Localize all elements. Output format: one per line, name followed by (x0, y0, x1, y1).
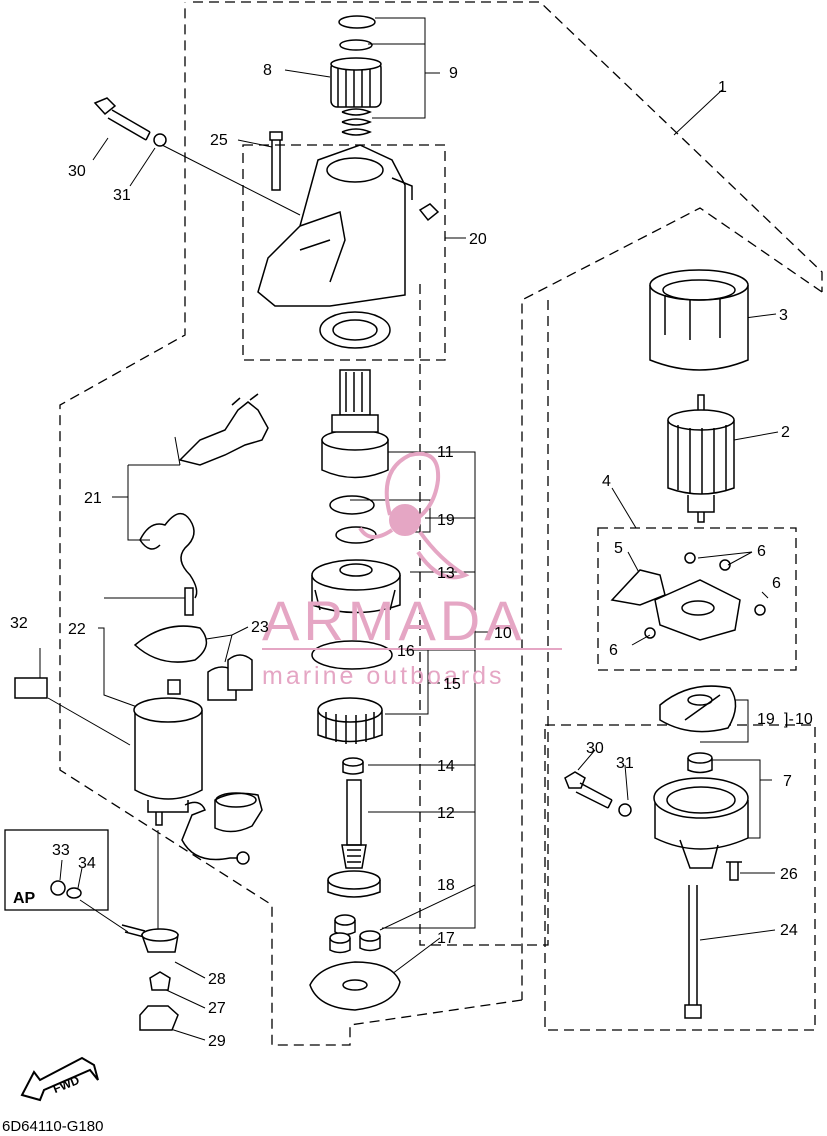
rubber-pads (207, 654, 253, 701)
bearing (319, 311, 391, 349)
callout-16: 16 (397, 643, 415, 660)
callout-31b: 31 (616, 755, 634, 772)
callout-21: 21 (84, 490, 102, 507)
callout-24: 24 (780, 922, 798, 939)
planet-carrier (327, 779, 381, 898)
diagram-code: 6D64110-G180 (2, 1118, 104, 1135)
bolt (93, 97, 151, 141)
gear-plate (309, 961, 401, 1011)
callout-14: 14 (437, 758, 455, 775)
shift-lever (178, 393, 269, 466)
screw (726, 861, 742, 881)
gear-housing (311, 559, 401, 614)
lead-wire (181, 801, 238, 861)
yoke (649, 269, 749, 371)
callout-7: 7 (783, 773, 792, 790)
ap-washers (50, 880, 82, 899)
ap-label: AP (13, 890, 36, 907)
solenoid (133, 679, 203, 826)
callout-9: 9 (449, 65, 458, 82)
brush-holder (610, 552, 766, 641)
fwd-arrow (20, 1056, 99, 1102)
callout-30b: 30 (586, 740, 604, 757)
through-bolt-long (684, 885, 702, 1019)
callout-5: 5 (614, 540, 623, 557)
callouts: 1 2 3 4 5 6 6 6 7 8 9 10 10 ]- 11 12 13 … (10, 62, 813, 1096)
callout-19a: 19 (437, 512, 455, 529)
callout-25: 25 (210, 132, 228, 149)
callout-18: 18 (437, 877, 455, 894)
caution-label (14, 677, 48, 699)
o-ring (311, 640, 393, 670)
watermark: ARMADA marine outboards (262, 451, 562, 690)
washer (153, 133, 167, 147)
bolt-right (564, 771, 632, 817)
callout-6c: 6 (609, 642, 618, 659)
pinion-gear (330, 57, 382, 108)
circlip (329, 495, 375, 515)
callout-32: 32 (10, 615, 28, 632)
watermark-tagline: marine outboards (262, 662, 505, 690)
rear-cover (653, 752, 749, 869)
callout-10b: 10 (795, 711, 813, 728)
callout-20: 20 (469, 231, 487, 248)
callout-30a: 30 (68, 163, 86, 180)
solenoid-plate (133, 625, 208, 663)
parts (14, 15, 766, 1102)
callout-17: 17 (437, 930, 455, 947)
callout-3: 3 (779, 307, 788, 324)
callout-11: 11 (437, 444, 454, 461)
callout-31a: 31 (113, 187, 131, 204)
front-cover (257, 144, 440, 307)
internal-gear (317, 697, 383, 744)
armature (667, 394, 735, 523)
terminal-cap (139, 1005, 179, 1031)
solenoid-bolt (184, 587, 194, 616)
callout-1: 1 (718, 79, 727, 96)
lever-spring (139, 512, 198, 599)
callout-10a: 10 (494, 625, 512, 642)
terminal-bolt (121, 924, 179, 953)
through-bolt (269, 131, 283, 191)
callout-26: 26 (780, 866, 798, 883)
callout-2: 2 (781, 424, 790, 441)
callout-28: 28 (208, 971, 226, 988)
nut (149, 971, 171, 991)
callout-15: 15 (443, 676, 461, 693)
callout-4: 4 (602, 473, 611, 490)
leader-lines (39, 17, 779, 1041)
callout-6b: 6 (772, 575, 781, 592)
watermark-brand: ARMADA (262, 589, 526, 652)
snap-ring (338, 15, 376, 29)
callout-12: 12 (437, 805, 455, 822)
bushing (342, 757, 364, 775)
rubber-boot (214, 792, 263, 833)
watermark-rule (262, 648, 562, 650)
clutch-assembly (321, 369, 389, 479)
callout-13: 13 (437, 565, 455, 582)
callout-10b-bracket: ]- (784, 711, 794, 728)
callout-6a: 6 (757, 543, 766, 560)
brush-plate (659, 685, 737, 733)
callout-29: 29 (208, 1033, 226, 1050)
callout-27: 27 (208, 1000, 226, 1017)
planet-gears (329, 914, 381, 954)
return-spring (341, 108, 372, 136)
callout-23: 23 (251, 619, 269, 636)
callout-34: 34 (78, 855, 96, 872)
callout-19b: 19 (757, 711, 775, 728)
callout-22: 22 (68, 621, 86, 638)
watermark-logo (358, 451, 470, 580)
stopper-ring (339, 39, 373, 51)
callout-33: 33 (52, 842, 70, 859)
callout-8: 8 (263, 62, 272, 79)
